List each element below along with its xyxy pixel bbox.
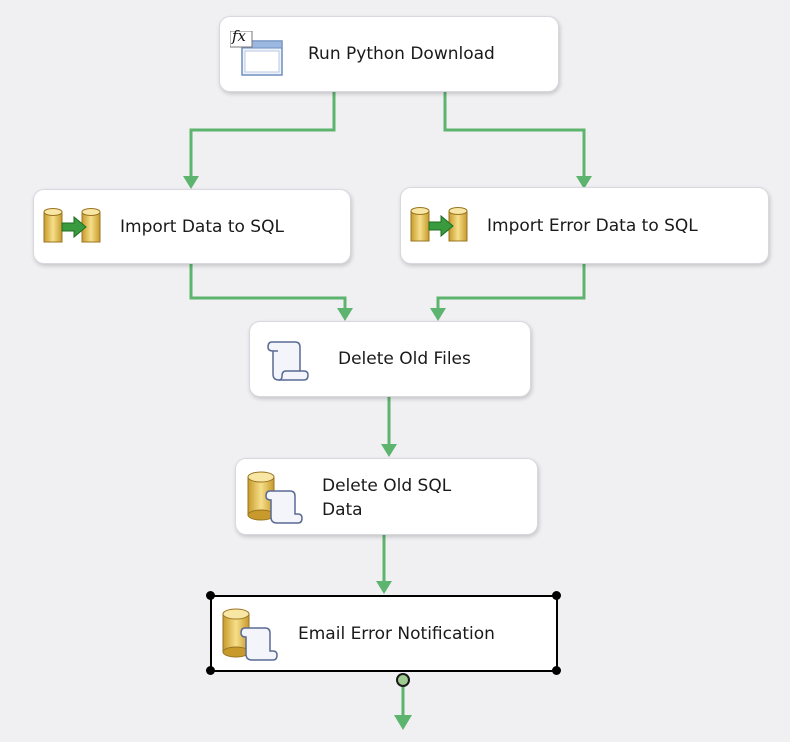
task-import-data-to-sql[interactable]: Import Data to SQL xyxy=(33,189,351,264)
task-import-error-data-to-sql[interactable]: Import Error Data to SQL xyxy=(400,187,769,264)
task-label: Delete Old SQL Data xyxy=(322,476,452,520)
task-delete-old-sql-data[interactable]: Delete Old SQL Data xyxy=(235,458,538,535)
arrowhead xyxy=(430,308,446,321)
fx-icon: fx xyxy=(232,27,247,45)
task-label: Import Data to SQL xyxy=(120,217,284,237)
connector-import-data-to-delete-files xyxy=(189,264,347,310)
script-task-icon xyxy=(264,336,310,388)
selection-handle-bottom-left[interactable] xyxy=(206,666,215,675)
selection-handle-top-right[interactable] xyxy=(552,591,561,600)
execute-sql-icon xyxy=(246,469,306,531)
connector-import-error-to-delete-files xyxy=(436,264,586,310)
data-flow-icon xyxy=(409,206,471,250)
data-flow-icon xyxy=(42,207,104,251)
arrowhead xyxy=(337,308,353,321)
task-label: Import Error Data to SQL xyxy=(487,216,698,236)
connector-run-to-import-data xyxy=(189,92,336,178)
arrowhead xyxy=(183,176,199,189)
execute-process-icon xyxy=(229,30,286,85)
task-label: Run Python Download xyxy=(308,44,495,64)
task-email-error-notification[interactable]: Email Error Notification xyxy=(210,595,558,672)
task-run-python-download[interactable]: fx Run Python Download xyxy=(219,16,559,92)
task-delete-old-files[interactable]: Delete Old Files xyxy=(249,321,531,397)
execute-sql-icon xyxy=(221,606,281,668)
connector-output-handle xyxy=(396,673,410,687)
arrowhead xyxy=(394,715,412,730)
selection-handle-bottom-right[interactable] xyxy=(552,666,561,675)
task-label: Delete Old Files xyxy=(338,349,471,369)
connector-run-to-import-error xyxy=(443,92,586,178)
task-label: Email Error Notification xyxy=(298,624,495,644)
arrowhead xyxy=(381,444,397,457)
arrowhead xyxy=(376,581,392,594)
selection-handle-top-left[interactable] xyxy=(206,591,215,600)
